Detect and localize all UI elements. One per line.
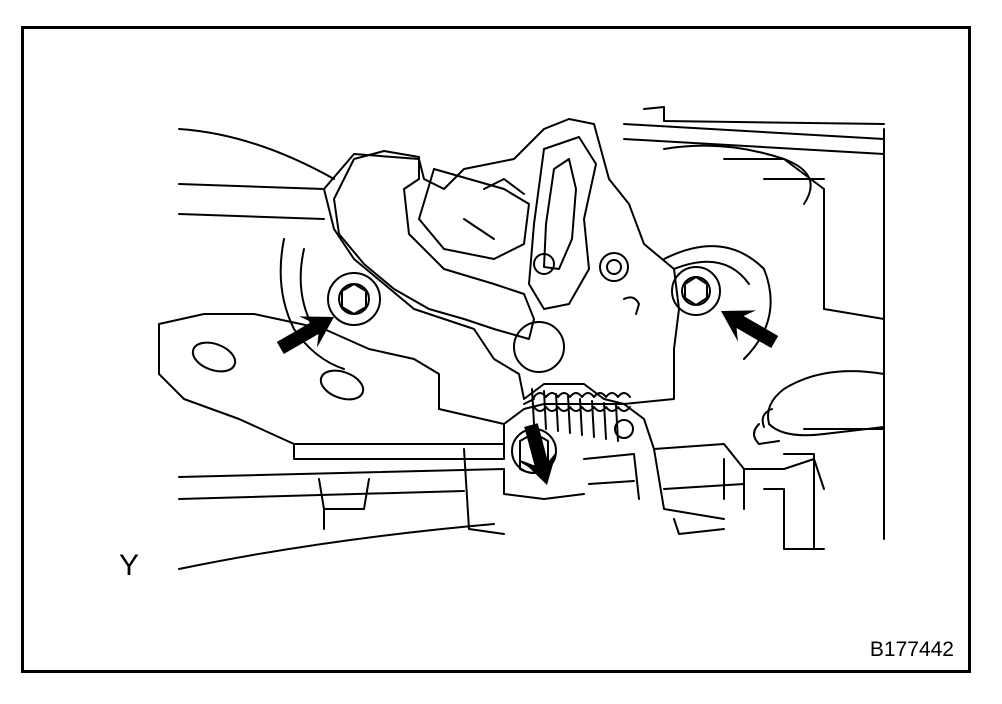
radiator-support	[178, 418, 825, 570]
hose-clamp	[753, 370, 885, 550]
bracket-slot	[319, 369, 365, 401]
figure-code: B177442	[869, 638, 954, 661]
view-label: Y	[119, 549, 140, 582]
hood-lock-illustration	[158, 106, 885, 570]
arrow-icon	[276, 316, 334, 355]
arrow-icon	[521, 423, 557, 485]
lock-base	[323, 118, 680, 425]
bolt-icon	[671, 266, 721, 316]
bolt-icon	[327, 272, 381, 326]
bracket-slot	[191, 341, 237, 373]
spring-icon	[523, 388, 634, 442]
figure-frame: Y B177442	[21, 26, 971, 673]
arrow-icon	[721, 310, 779, 349]
left-bracket	[158, 313, 505, 460]
